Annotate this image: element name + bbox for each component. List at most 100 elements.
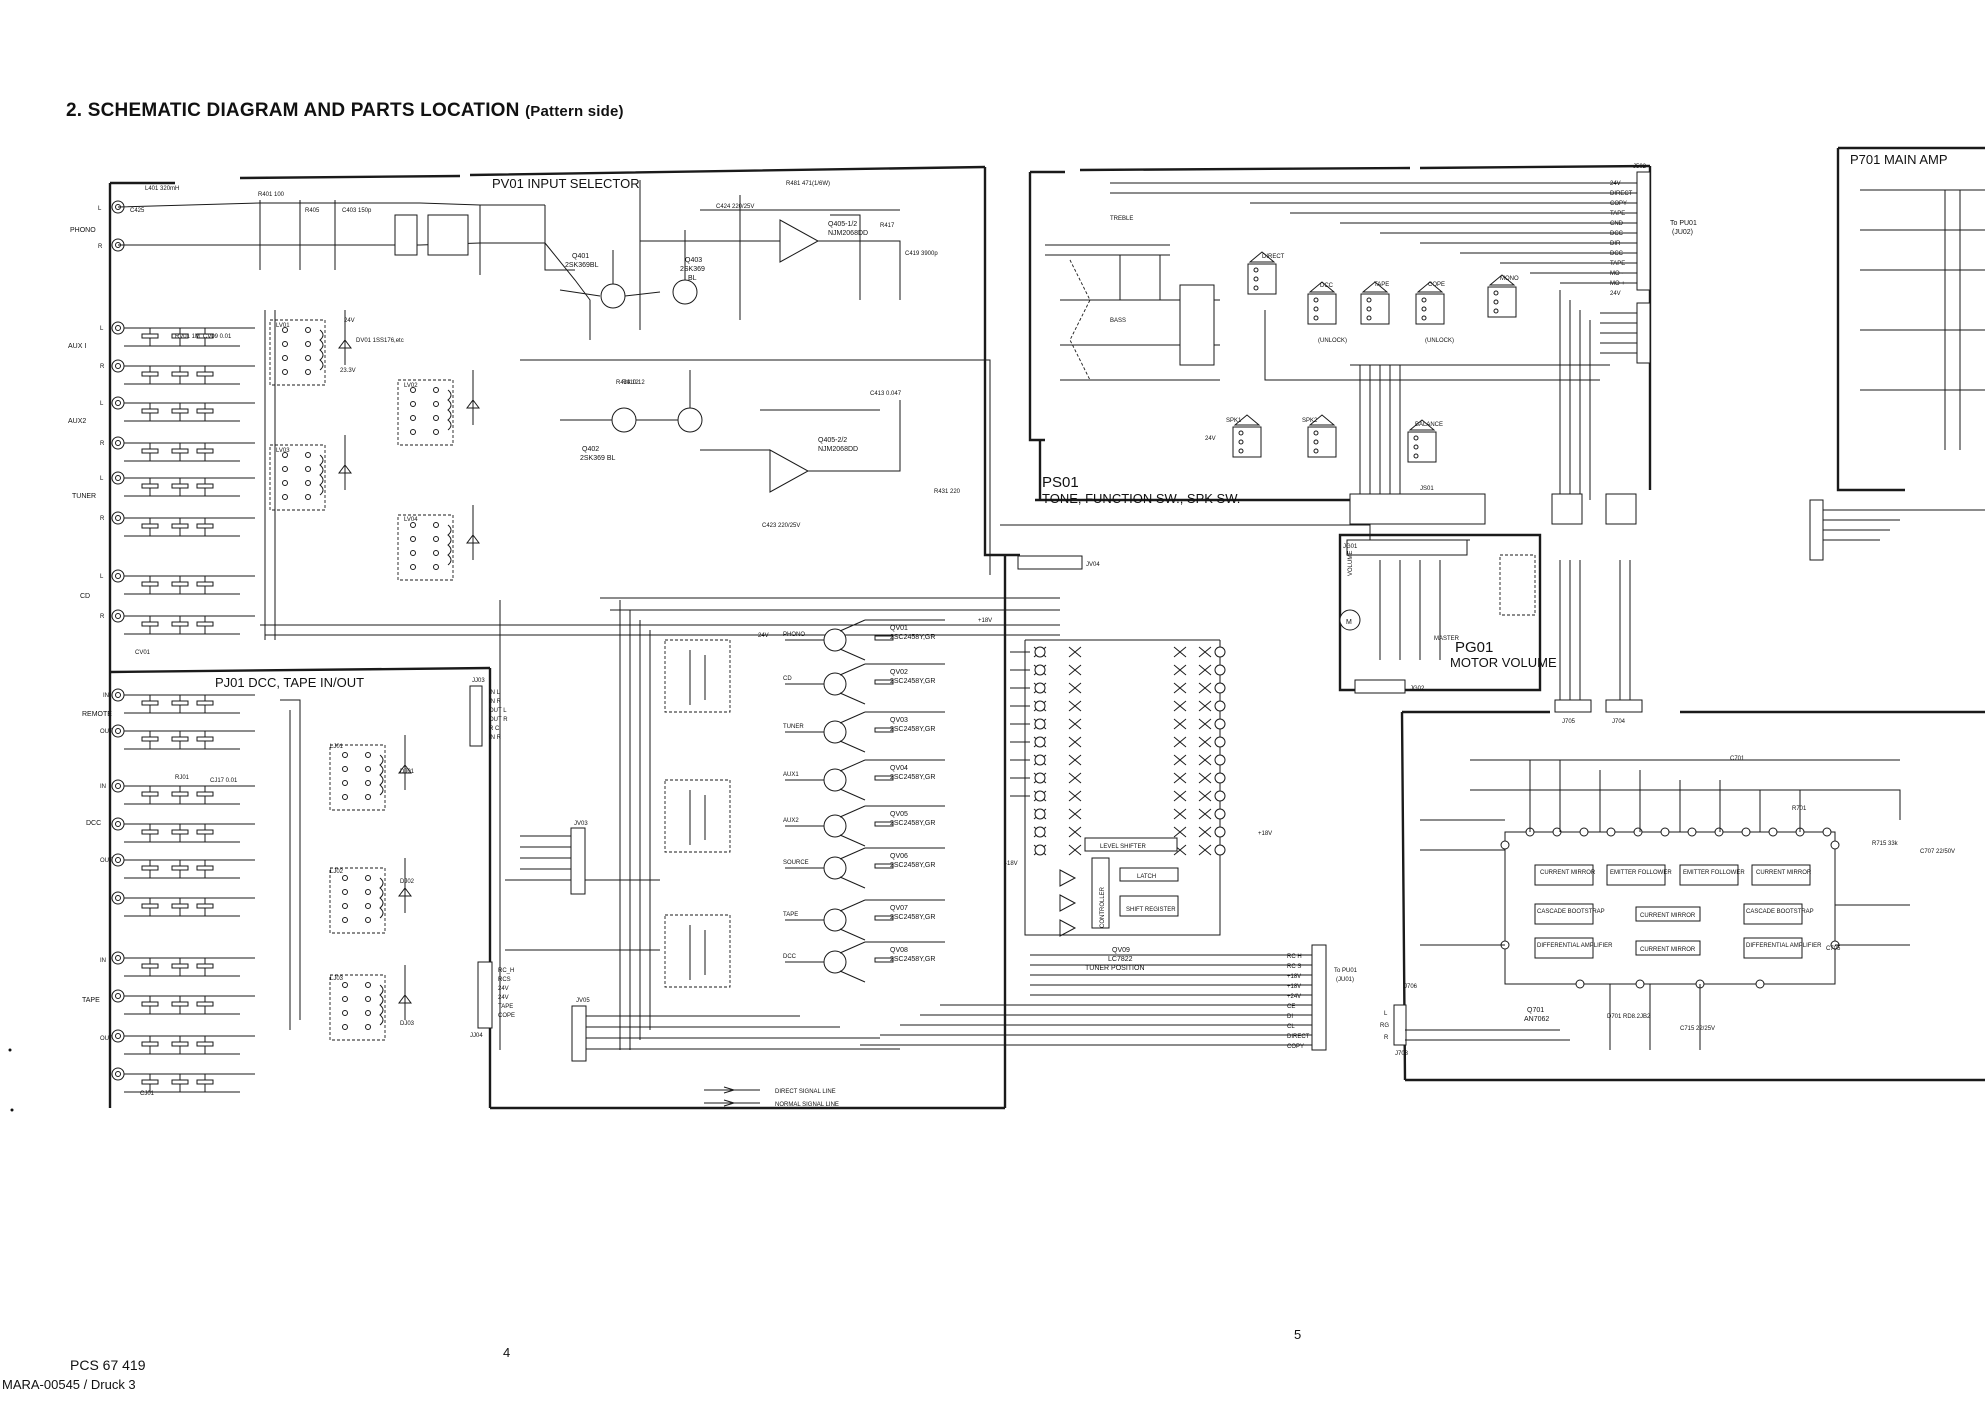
transistor-qv01: [823, 628, 847, 652]
an-block: [1606, 864, 1666, 886]
resistor: [171, 581, 189, 587]
jj03-pin: IN R: [489, 699, 502, 705]
q403-rank: BL: [688, 275, 697, 282]
pg01-label: PG01: [1455, 639, 1493, 656]
analog-switch: [1068, 682, 1082, 694]
relay-contact: [365, 875, 371, 881]
input-label-aux2: AUX2: [68, 418, 86, 425]
resistor: [171, 1001, 189, 1007]
part-rj01: RJ01: [175, 775, 190, 781]
capacitor: [141, 903, 159, 909]
j502-pin: DCC: [1610, 251, 1624, 257]
collector-wire: [839, 619, 866, 632]
switch-contact: [1313, 297, 1319, 303]
transistor-source: SOURCE: [783, 860, 809, 866]
q701-an7062: [1500, 827, 1840, 989]
resistor: [874, 635, 894, 641]
capacitor: [196, 700, 214, 706]
relay-contact: [282, 466, 288, 472]
relay-contact: [342, 875, 348, 881]
motor-icon: [1339, 609, 1361, 631]
analog-switch: [1173, 754, 1187, 766]
switch-contact: [1238, 430, 1244, 436]
doc-id: PCS 67 419: [70, 1357, 146, 1373]
analog-switch: [1198, 664, 1212, 676]
jj03-connector: [469, 685, 483, 747]
relay-outline: [397, 514, 454, 581]
switch-knob: [1308, 281, 1336, 293]
analog-switch: [1198, 808, 1212, 820]
part-c424: C424 220/25V: [716, 204, 754, 210]
rail-24v-c: 24V: [1205, 436, 1216, 442]
capacitor: [141, 963, 159, 969]
relay-contact: [305, 452, 311, 458]
relay-contact: [410, 387, 416, 393]
part-l401: L401 320mH: [145, 186, 179, 192]
j706-connector: [860, 944, 1327, 1051]
pv01-border: [108, 165, 1020, 1110]
ch-l: L: [100, 574, 104, 580]
emitter-wire: [839, 928, 866, 941]
resistor: [171, 1079, 189, 1085]
collector-wire: [839, 847, 866, 860]
qv-transistor-labels: QV012SC2458Y,GRPHONOQV022SC2458Y,GRCDQV0…: [783, 625, 935, 963]
diode-dj01: DJ01: [400, 769, 415, 775]
ic-pin: [1606, 827, 1616, 837]
an-block: [1743, 937, 1803, 959]
relay-contact: [282, 355, 288, 361]
ch-r: R: [100, 614, 105, 620]
j703-pin: L: [1384, 1011, 1388, 1017]
j502-connector: [1110, 171, 1651, 364]
p701-label: P701 MAIN AMP: [1850, 152, 1948, 167]
svg-text:M: M: [1346, 619, 1352, 626]
input-jack-core: [115, 325, 121, 331]
q405a-ref: Q405-1/2: [828, 221, 857, 228]
q405b-ref: Q405-2/2: [818, 437, 847, 444]
input-jack-core: [115, 573, 121, 579]
resistor: [171, 865, 189, 871]
relay-contact: [282, 341, 288, 347]
q402-type: 2SK369 BL: [580, 455, 616, 462]
part-r410: R410 12: [622, 380, 645, 386]
analog-switch: [1173, 790, 1187, 802]
capacitor: [141, 1001, 159, 1007]
diode-dj03: DJ03: [400, 1021, 415, 1027]
relay-lv03: LV03: [276, 448, 290, 454]
relay-contact: [305, 466, 311, 472]
switch-knob: [1488, 274, 1516, 286]
capacitor: [141, 408, 159, 414]
q402-ref: Q402: [582, 446, 599, 453]
q405b-type: NJM2068DD: [818, 446, 858, 453]
page-title-suffix: (Pattern side): [525, 103, 624, 120]
analog-switch: [1068, 772, 1082, 784]
in-label: IN: [103, 693, 109, 699]
switch-body: [1232, 426, 1262, 458]
main-amp-wiring: [1405, 759, 1910, 1050]
to-pu01b: To PU01: [1334, 968, 1358, 974]
switch-body: [1415, 293, 1445, 325]
part-c403: C403 150p: [342, 208, 372, 214]
analog-switch: [1198, 700, 1212, 712]
rail-24v-b: 24V: [758, 633, 769, 639]
ic-pin: [1830, 840, 1840, 850]
input-jack-core: [115, 955, 121, 961]
transistor-type: 2SC2458Y,GR: [890, 634, 935, 641]
capacitor: [196, 1079, 214, 1085]
relay-contact: [342, 780, 348, 786]
jv05-pin: TAPE: [498, 1004, 513, 1010]
ic-pin: [1687, 827, 1697, 837]
input-jack-core: [115, 857, 121, 863]
transistor-type: 2SC2458Y,GR: [890, 914, 935, 921]
j502-pin: MO +: [1610, 281, 1625, 287]
relay-contact: [365, 780, 371, 786]
collector-wire: [839, 759, 866, 772]
relay-contact: [365, 889, 371, 895]
relay-contact: [365, 982, 371, 988]
resistor: [171, 700, 189, 706]
resistor: [171, 483, 189, 489]
out-label: OUT: [100, 729, 113, 735]
q405a-type: NJM2068DD: [828, 230, 868, 237]
qv09-type: LC7822: [1108, 956, 1133, 963]
relay-contact: [342, 794, 348, 800]
ps01-sub: TONE, FUNCTION SW., SPK SW.: [1042, 491, 1240, 506]
